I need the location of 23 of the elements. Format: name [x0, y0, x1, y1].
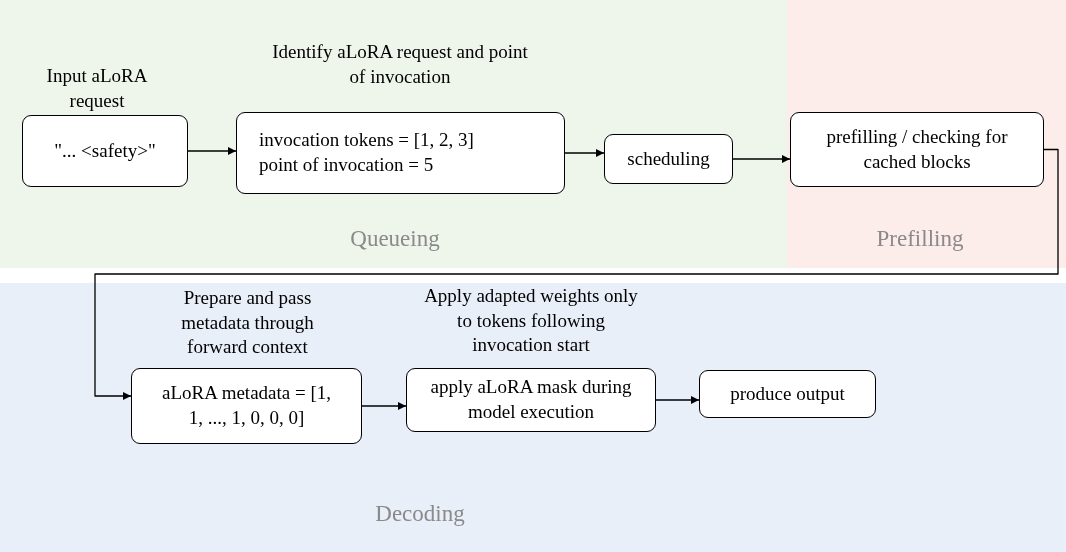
process-box: produce output [699, 370, 876, 418]
process-box: aLoRA metadata = [1, 1, ..., 1, 0, 0, 0] [131, 368, 362, 444]
stage-label: Prefilling [876, 226, 964, 252]
process-box: scheduling [604, 134, 733, 184]
step-caption: Apply adapted weights only to tokens following invocation start [423, 284, 639, 358]
stage-band [787, 0, 1066, 268]
arrow [655, 396, 700, 404]
process-box: prefilling / checking for cached blocks [790, 112, 1044, 187]
arrow [187, 147, 237, 155]
step-caption: Input aLoRA request [45, 64, 149, 113]
process-box: apply aLoRA mask during model execution [406, 368, 656, 432]
arrow [564, 149, 605, 157]
arrow [361, 402, 407, 410]
stage-band [0, 283, 1066, 552]
stage-label: Queueing [350, 226, 440, 252]
stage-band [0, 0, 787, 268]
stage-label: Decoding [375, 501, 465, 527]
arrow [94, 148, 1059, 400]
step-caption: Prepare and pass metadata through forward context [180, 286, 315, 360]
process-box: "... <safety>" [22, 115, 188, 187]
step-caption: Identify aLoRA request and point of invocation [271, 40, 529, 89]
process-box: invocation tokens = [1, 2, 3] point of invocation = 5 [236, 112, 565, 194]
arrow [732, 155, 791, 163]
